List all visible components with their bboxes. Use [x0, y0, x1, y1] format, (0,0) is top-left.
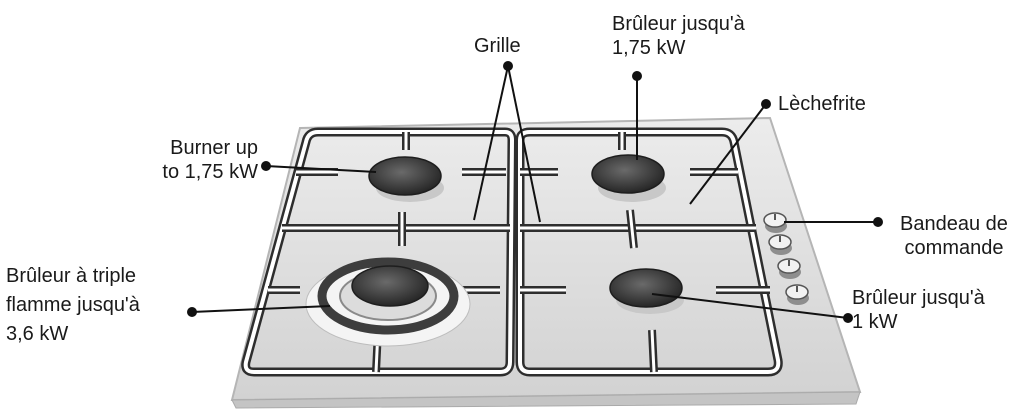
right-grate	[515, 127, 783, 377]
label-burner-top-right: Brûleur jusqu'à 1,75 kW	[612, 12, 745, 60]
label-lechefrite: Lèchefrite	[778, 92, 866, 116]
dot-burner-small	[843, 313, 853, 323]
label-triple-line1: Brûleur à triple	[6, 265, 137, 287]
label-burner-small: Brûleur jusqu'à 1 kW	[852, 286, 985, 334]
label-burner-left-top: Burner up to 1,75 kW	[118, 136, 258, 184]
knob-1	[763, 212, 787, 233]
hob-plate-front-edge	[231, 391, 861, 409]
dot-burner-left-top	[261, 161, 271, 171]
label-triple-line2: flamme jusqu'à	[6, 294, 140, 316]
burner-top-right	[591, 154, 666, 202]
leader-grille-left	[473, 65, 509, 221]
dot-grille	[503, 61, 513, 71]
label-bandeau: Bandeau de commande	[884, 212, 1024, 260]
leader-lechefrite	[689, 103, 767, 205]
label-burner-left-top-line2: to 1,75 kW	[162, 161, 258, 183]
leader-burner-small	[651, 293, 849, 319]
knob-3	[777, 258, 801, 279]
control-knobs	[763, 212, 809, 305]
label-burner-left-top-line1: Burner up	[170, 137, 258, 159]
leader-dots	[187, 61, 883, 323]
leader-grille-right	[507, 65, 541, 223]
knob-4	[785, 284, 809, 305]
label-bandeau-line2: commande	[904, 237, 1004, 259]
label-burner-top-right-line1: Brûleur jusqu'à	[612, 13, 745, 35]
hob-plate	[230, 116, 862, 402]
burner-top-left	[368, 156, 444, 202]
label-burner-small-line2: 1 kW	[852, 311, 898, 333]
burner-triple-flame	[305, 257, 471, 347]
left-grate	[241, 127, 517, 377]
knob-2	[768, 234, 792, 255]
label-burner-small-line1: Brûleur jusqu'à	[852, 287, 985, 309]
label-grille: Grille	[474, 34, 521, 58]
label-bandeau-line1: Bandeau de	[900, 213, 1008, 235]
label-burner-top-right-line2: 1,75 kW	[612, 37, 686, 59]
burner-small	[609, 268, 684, 314]
dot-bandeau	[873, 217, 883, 227]
leader-triple	[191, 305, 331, 313]
label-triple: Brûleur à triple flamme jusqu'à 3,6 kW	[6, 264, 140, 346]
label-lechefrite-text: Lèchefrite	[778, 93, 866, 115]
dot-lechefrite	[761, 99, 771, 109]
leader-lines	[191, 65, 878, 319]
dot-burner-top-right	[632, 71, 642, 81]
label-grille-text: Grille	[474, 35, 521, 57]
dot-triple	[187, 307, 197, 317]
label-triple-line3: 3,6 kW	[6, 323, 69, 345]
leader-burner-left-top	[265, 165, 377, 173]
